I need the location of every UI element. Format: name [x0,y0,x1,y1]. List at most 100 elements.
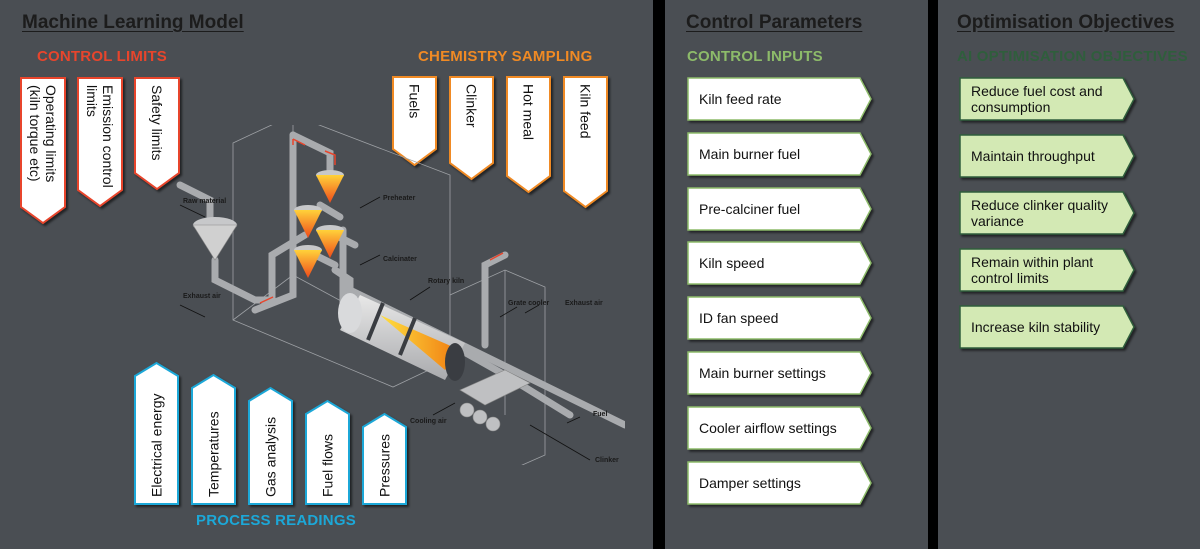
box-label: Emission control limits [84,85,116,188]
label-fuel: Fuel [593,411,607,418]
control-input-pre-calciner-fuel: Pre-calciner fuel [687,186,872,231]
chemistry-sampling-label: CHEMISTRY SAMPLING [418,48,593,65]
pipes [176,131,625,429]
preheater-cyclones [294,170,344,278]
box-label: Increase kiln stability [971,319,1101,335]
optimisation-objectives-title: Optimisation Objectives [957,12,1175,33]
box-label: Damper settings [699,474,801,491]
control-input-main-burner-settings: Main burner settings [687,351,872,395]
process-readings-label: PROCESS READINGS [196,512,356,529]
box-shape [392,76,437,167]
control-input-cooler-airflow-settings: Cooler airflow settings [687,406,872,450]
box-label: Cooler airflow settings [699,419,837,436]
box-shape [687,351,872,395]
cement-kiln-illustration: Raw material Preheater Calcinater Exhaus… [176,125,625,465]
control-input-id-fan-speed: ID fan speed [687,296,872,340]
box-shape [959,134,1135,178]
control-parameters-title: Control Parameters [686,12,863,33]
box-shape [449,76,494,181]
box-shape [687,406,872,450]
box-shape [687,460,872,505]
box-shape [687,296,872,340]
box-shape [959,77,1135,121]
box-label: Main burner fuel [699,145,801,162]
objective-reduce-fuel-cost-and-consumption: Reduce fuel cost and consumption [959,77,1135,121]
box-shape [191,373,236,505]
box-label: ID fan speed [699,310,779,327]
chemistry-fuels: Fuels [392,76,437,167]
frame-lines [232,125,546,465]
box-label: Clinker [463,84,480,128]
chemistry-clinker: Clinker [449,76,494,181]
raw-material-hopper [192,217,238,261]
box-label: Maintain throughput [971,148,1095,164]
box-shape [959,248,1135,292]
box-label: Reduce fuel cost and consumption [971,83,1103,115]
box-label: Pre-calciner fuel [699,200,801,217]
box-label: Kiln feed [577,84,594,139]
process-reading-fuel-flows: Fuel flows [305,399,350,505]
box-shape [959,305,1135,349]
label-preheater: Preheater [383,195,416,202]
cooler-fans [459,369,531,432]
box-label: Kiln feed rate [699,91,782,107]
ml-model-title: Machine Learning Model [22,12,244,33]
box-shape [20,77,66,225]
chemistry-hot-meal: Hot meal [506,76,551,194]
label-grate-cooler: Grate cooler [508,300,550,307]
callout-arrows [179,196,591,461]
process-reading-electrical-energy: Electrical energy [134,361,179,505]
box-shape [134,77,180,191]
column-divider-left [653,0,665,549]
box-label: Safety limits [149,85,165,161]
box-shape [563,76,608,209]
label-cooling-air: Cooling air [410,418,447,425]
process-reading-temperatures: Temperatures [191,373,236,505]
label-clinker: Clinker [595,457,619,464]
box-label: Fuels [406,84,423,119]
column-divider-right [928,0,938,549]
control-input-main-burner-fuel: Main burner fuel [687,132,872,176]
objective-reduce-clinker-quality-variance: Reduce clinker quality variance [959,191,1135,235]
control-input-damper-settings: Damper settings [687,460,872,505]
label-calcinater: Calcinater [383,256,417,263]
box-shape [305,399,350,505]
objective-remain-within-plant-control-limits: Remain within plant control limits [959,248,1135,292]
box-shape [362,412,407,505]
control-input-kiln-feed-rate: Kiln feed rate [687,77,872,121]
label-exhaust-air-left: Exhaust air [183,293,221,300]
box-shape [959,191,1135,235]
label-exhaust-air-right: Exhaust air [565,300,603,307]
box-label: Hot meal [520,84,537,141]
label-rotary-kiln: Rotary kiln [428,278,464,285]
red-flow-arrows [259,138,504,304]
chemistry-kiln-feed: Kiln feed [563,76,608,209]
box-label: Operating limits (kiln torque etc) [27,85,59,183]
box-label: Electrical energy [148,393,165,498]
box-shape [506,76,551,194]
box-shape [687,186,872,231]
objective-maintain-throughput: Maintain throughput [959,134,1135,178]
process-reading-pressures: Pressures [362,412,407,505]
box-label: Kiln speed [699,255,765,272]
box-label: Main burner settings [699,365,826,381]
rotary-kiln [338,293,465,381]
box-label: Remain within plant control limits [971,254,1094,286]
box-shape [687,77,872,121]
control-limit-operating-limits-kiln-torque-etc: Operating limits (kiln torque etc) [20,77,66,225]
ai-objectives-label: AI OPTIMISATION OBJECTIVES [957,48,1188,65]
control-limit-safety-limits: Safety limits [134,77,180,191]
illustration-labels: Raw material Preheater Calcinater Exhaus… [183,195,619,464]
box-shape [687,241,872,286]
control-limit-emission-control-limits: Emission control limits [77,77,123,208]
box-shape [77,77,123,208]
control-inputs-label: CONTROL INPUTS [687,48,823,65]
box-label: Reduce clinker quality variance [971,197,1108,229]
box-shape [687,132,872,176]
box-shape [134,361,179,505]
box-shape [248,386,293,505]
process-reading-gas-analysis: Gas analysis [248,386,293,505]
control-limits-label: CONTROL LIMITS [37,48,168,65]
control-input-kiln-speed: Kiln speed [687,241,872,286]
objective-increase-kiln-stability: Increase kiln stability [959,305,1135,349]
